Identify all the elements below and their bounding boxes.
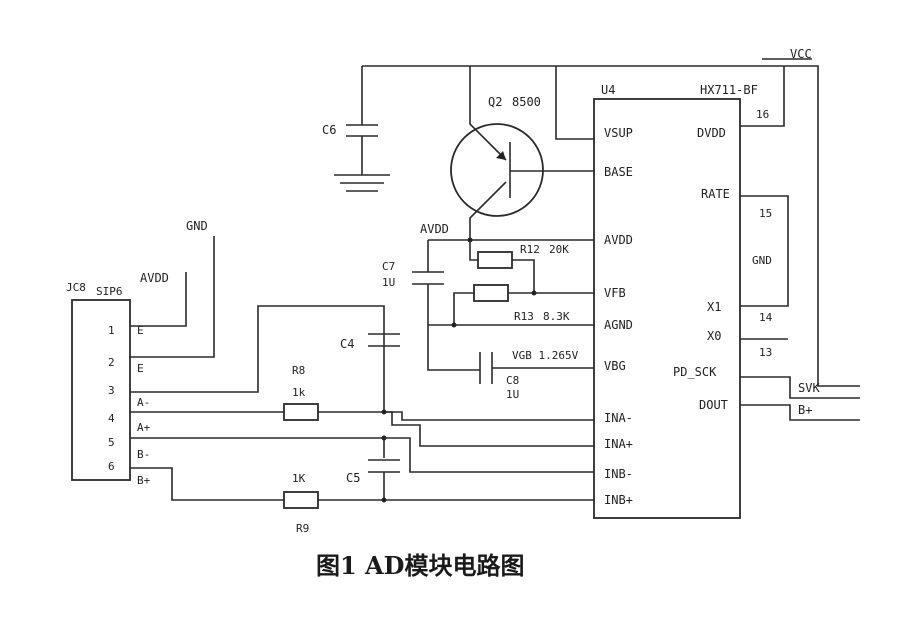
chip-pin-ina-minus: INA- bbox=[604, 411, 633, 425]
connector-pin-1: 1 bbox=[108, 324, 115, 337]
pin-number-13: 13 bbox=[759, 346, 772, 359]
transistor-collector bbox=[469, 181, 507, 240]
connector-pin-2: 2 bbox=[108, 356, 115, 369]
c8-value: 1U bbox=[506, 388, 519, 401]
chip-pin-agnd: AGND bbox=[604, 318, 633, 332]
chip-pin-avdd: AVDD bbox=[604, 233, 633, 247]
r9-junction bbox=[381, 497, 387, 503]
chip-ref: U4 bbox=[601, 83, 615, 97]
r13-value: 8.3K bbox=[543, 310, 570, 323]
r8-value: 1k bbox=[292, 386, 306, 399]
dvdd-wire bbox=[740, 66, 785, 127]
b-plus-label: B+ bbox=[798, 403, 812, 417]
chip-pin-ina-plus: INA+ bbox=[604, 437, 633, 451]
pin6-wire bbox=[130, 467, 284, 501]
gnd-label: GND bbox=[186, 219, 208, 233]
svk-label: SVK bbox=[798, 381, 820, 395]
avdd-label-top: AVDD bbox=[420, 222, 449, 236]
r8-ref: R8 bbox=[292, 364, 305, 377]
connector-label-e1: E bbox=[137, 324, 144, 337]
connector-label-a-plus: A+ bbox=[137, 421, 151, 434]
chip-pin-dout: DOUT bbox=[699, 398, 728, 412]
avdd-label-left: AVDD bbox=[140, 271, 169, 285]
rate-gnd-wire bbox=[740, 195, 789, 307]
transistor-emitter-arrow bbox=[496, 151, 506, 160]
vcc-label: VCC bbox=[790, 47, 812, 61]
c8-ref: C8 bbox=[506, 374, 519, 387]
chip-pin-pd-sck: PD_SCK bbox=[673, 365, 717, 379]
connector-pin-3: 3 bbox=[108, 384, 115, 397]
chip-u4-body bbox=[593, 98, 741, 519]
c7-ref: C7 bbox=[382, 260, 395, 273]
chip-part: HX711-BF bbox=[700, 83, 758, 97]
chip-pin-rate: RATE bbox=[701, 187, 730, 201]
connector-pin-5: 5 bbox=[108, 436, 115, 449]
connector-ref: JC8 bbox=[66, 281, 86, 294]
pin-number-14: 14 bbox=[759, 311, 773, 324]
r8-junction bbox=[381, 409, 387, 415]
chip-pin-inb-plus: INB+ bbox=[604, 493, 633, 507]
transistor-ref: Q2 bbox=[488, 95, 502, 109]
transistor-value: 8500 bbox=[512, 95, 541, 109]
chip-pin-vsup: VSUP bbox=[604, 126, 633, 140]
vcc-top-wire bbox=[362, 65, 860, 387]
connector-pin-6: 6 bbox=[108, 460, 115, 473]
chip-pin-vbg: VBG bbox=[604, 359, 626, 373]
resistor-r8 bbox=[283, 403, 319, 421]
agnd-junction bbox=[451, 322, 457, 328]
pin3-wire bbox=[130, 305, 594, 421]
r9-ref: R9 bbox=[296, 522, 309, 535]
chip-pin-vfb: VFB bbox=[604, 286, 626, 300]
transistor-emitter bbox=[469, 66, 507, 161]
c6-ref: C6 bbox=[322, 123, 336, 137]
r13-wire-left bbox=[453, 292, 474, 325]
pin2-wire bbox=[130, 236, 215, 358]
c5-ref: C5 bbox=[346, 471, 360, 485]
chip-pin-x1: X1 bbox=[707, 300, 721, 314]
connector-label-b-plus: B+ bbox=[137, 474, 151, 487]
r9-value: 1K bbox=[292, 472, 306, 485]
pin1-wire bbox=[130, 272, 187, 327]
chip-pin-dvdd: DVDD bbox=[697, 126, 726, 140]
pin-number-16: 16 bbox=[756, 108, 769, 121]
inb-minus-wire bbox=[384, 437, 594, 473]
connector-jc8-body bbox=[71, 299, 131, 481]
resistor-r13 bbox=[473, 284, 509, 302]
rate-gnd-label: GND bbox=[752, 254, 772, 267]
c4-ref: C4 bbox=[340, 337, 354, 351]
connector-pin-4: 4 bbox=[108, 412, 115, 425]
connector-label-b-minus: B- bbox=[137, 448, 150, 461]
connector-part: SIP6 bbox=[96, 285, 123, 298]
connector-label-a-minus: A- bbox=[137, 396, 150, 409]
r12-wire-right bbox=[512, 259, 535, 293]
chip-pin-inb-minus: INB- bbox=[604, 467, 633, 481]
connector-label-e2: E bbox=[137, 362, 144, 375]
transistor-q2-body bbox=[450, 123, 544, 217]
dout-wire bbox=[740, 404, 860, 421]
vfb-junction bbox=[531, 290, 537, 296]
pd-sck-wire bbox=[740, 376, 860, 399]
vsup-wire bbox=[555, 66, 594, 140]
pin5-wire bbox=[130, 437, 385, 458]
figure-caption: 图1 AD模块电路图 bbox=[316, 551, 525, 580]
vgb-label: VGB 1.265V bbox=[512, 349, 579, 362]
c7-wire-bottom bbox=[427, 284, 480, 371]
chip-pin-x0: X0 bbox=[707, 329, 721, 343]
pin-number-15: 15 bbox=[759, 207, 772, 220]
r13-ref: R13 bbox=[514, 310, 534, 323]
r12-wire-left bbox=[469, 240, 478, 261]
c7-value: 1U bbox=[382, 276, 395, 289]
chip-pin-base: BASE bbox=[604, 165, 633, 179]
resistor-r12 bbox=[477, 251, 513, 269]
r12-ref: R12 bbox=[520, 243, 540, 256]
ina-plus-wire bbox=[384, 411, 594, 447]
r12-value: 20K bbox=[549, 243, 569, 256]
resistor-r9 bbox=[283, 491, 319, 509]
